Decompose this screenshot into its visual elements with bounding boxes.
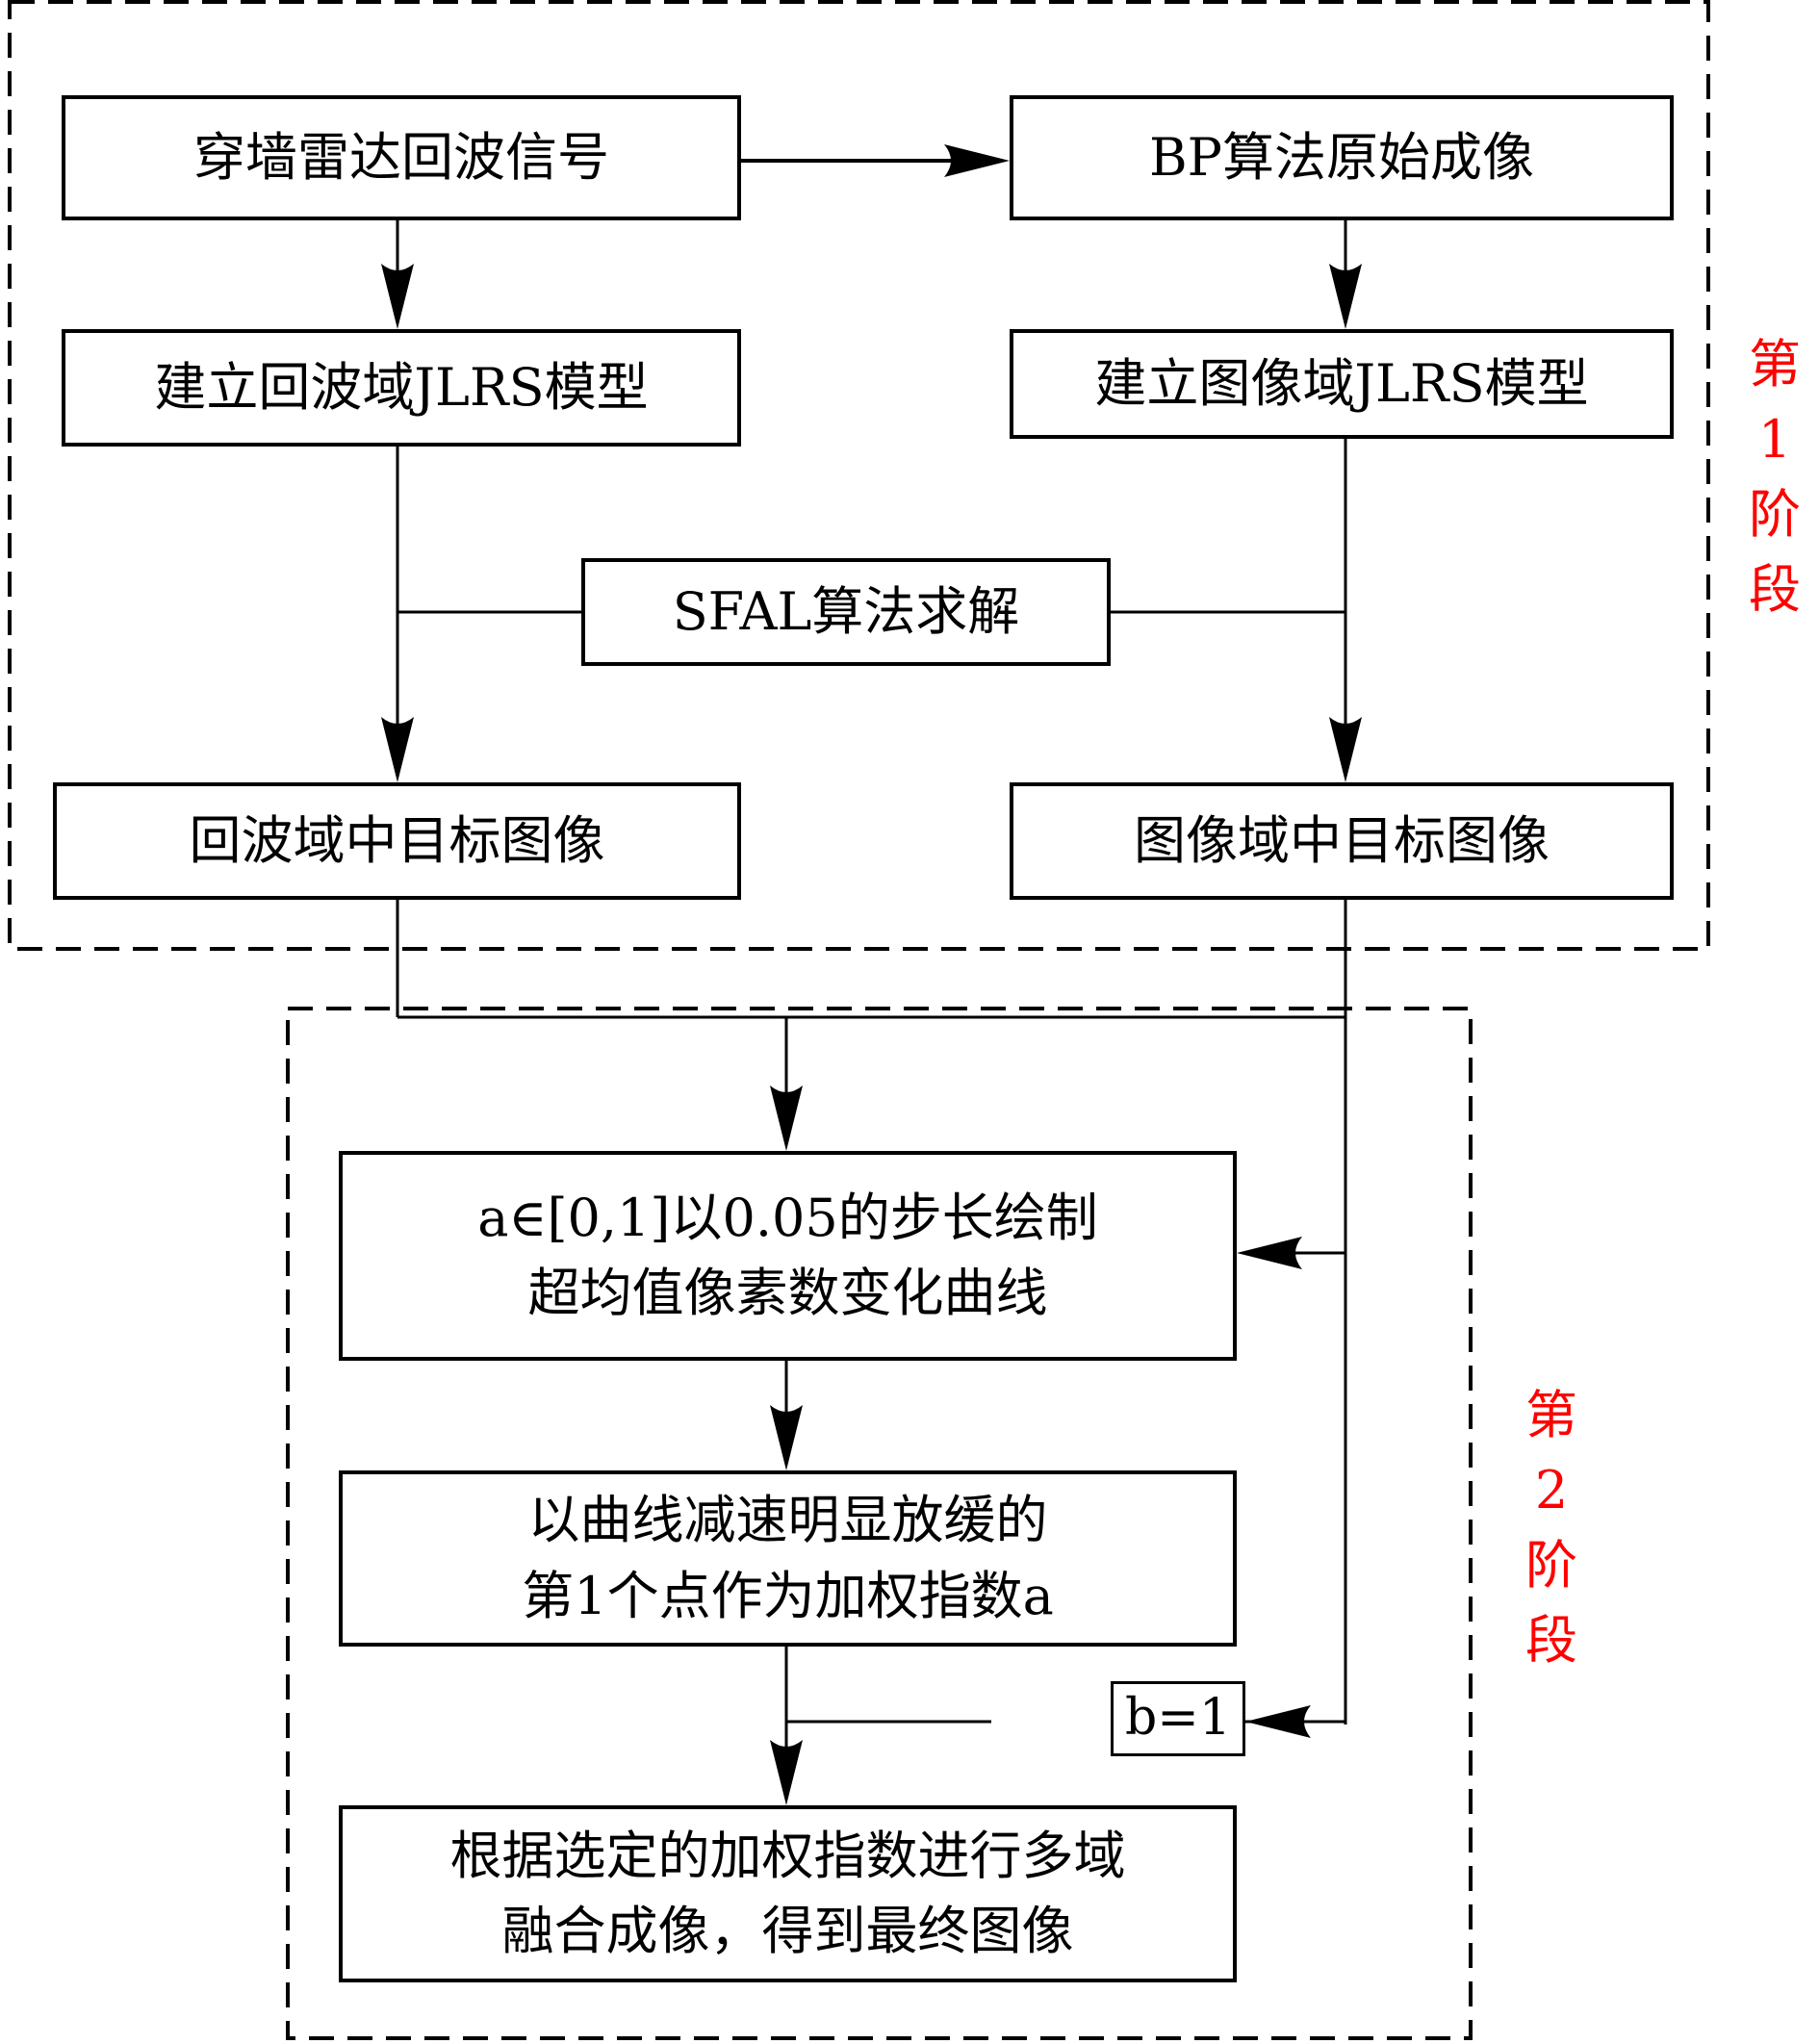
arrowhead-to-curve-step-right xyxy=(1237,1237,1302,1269)
stage2-label: 第 2 阶段 xyxy=(1513,1378,1590,1678)
echo-jlrs-model-box: 建立回波域JLRS模型 xyxy=(62,329,741,447)
arrowhead-to-image-model xyxy=(1329,264,1362,329)
echo-jlrs-model-label: 建立回波域JLRS模型 xyxy=(154,356,649,418)
curve-step-box: a∈[0,1]以0.05的步长绘制 超均值像素数变化曲线 xyxy=(339,1151,1237,1361)
echo-signal-label: 穿墙雷达回波信号 xyxy=(193,126,609,188)
stage2-dashed-frame xyxy=(286,1007,1473,2040)
echo-target-image-box: 回波域中目标图像 xyxy=(53,782,741,900)
stage2-label-char: 段 xyxy=(1525,1610,1577,1671)
b-value-box: b=1 xyxy=(1111,1681,1245,1756)
fusion-line2: 融合成像，得到最终图像 xyxy=(501,1901,1074,1961)
arrowhead-to-fusion xyxy=(770,1740,803,1805)
stage1-label-char: 1 xyxy=(1757,409,1792,470)
curve-step-line2: 超均值像素数变化曲线 xyxy=(527,1263,1048,1323)
curve-step-line1: a∈[0,1]以0.05的步长绘制 xyxy=(477,1187,1098,1248)
stage2-label-char: 第 xyxy=(1525,1385,1577,1445)
arrowhead-to-bp xyxy=(944,144,1010,177)
arrowhead-to-echo-target xyxy=(381,717,414,782)
image-target-image-label: 图像域中目标图像 xyxy=(1134,809,1550,871)
bp-imaging-box: BP算法原始成像 xyxy=(1010,95,1674,220)
stage2-label-char: 阶 xyxy=(1525,1535,1577,1596)
image-jlrs-model-label: 建立图像域JLRS模型 xyxy=(1094,352,1589,414)
stage1-label-char: 阶 xyxy=(1749,484,1801,545)
arrowhead-to-b-value xyxy=(1245,1705,1311,1738)
fusion-line1: 根据选定的加权指数进行多域 xyxy=(449,1825,1126,1886)
choose-index-line2: 第1个点作为加权指数a xyxy=(522,1565,1054,1626)
sfal-solve-box: SFAL算法求解 xyxy=(581,558,1111,666)
image-jlrs-model-box: 建立图像域JLRS模型 xyxy=(1010,329,1674,439)
echo-target-image-label: 回波域中目标图像 xyxy=(189,809,605,871)
stage1-label: 第 1 阶段 xyxy=(1736,327,1813,627)
arrowhead-to-choose-index xyxy=(770,1405,803,1470)
stage1-dashed-frame xyxy=(8,0,1710,951)
choose-index-line1: 以曲线减速明显放缓的 xyxy=(527,1490,1048,1551)
bp-imaging-label: BP算法原始成像 xyxy=(1148,126,1535,188)
stage1-label-char: 段 xyxy=(1749,559,1801,620)
fusion-box: 根据选定的加权指数进行多域 融合成像，得到最终图像 xyxy=(339,1805,1237,1982)
b-value-label: b=1 xyxy=(1125,1689,1231,1748)
echo-signal-box: 穿墙雷达回波信号 xyxy=(62,95,741,220)
stage1-label-char: 第 xyxy=(1749,334,1801,395)
arrowhead-to-echo-model xyxy=(381,264,414,329)
stage2-label-char: 2 xyxy=(1534,1460,1569,1520)
image-target-image-box: 图像域中目标图像 xyxy=(1010,782,1674,900)
choose-index-box: 以曲线减速明显放缓的 第1个点作为加权指数a xyxy=(339,1470,1237,1647)
sfal-solve-label: SFAL算法求解 xyxy=(672,580,1020,642)
arrowhead-to-image-target xyxy=(1329,717,1362,782)
arrowhead-to-curve-step xyxy=(770,1086,803,1151)
